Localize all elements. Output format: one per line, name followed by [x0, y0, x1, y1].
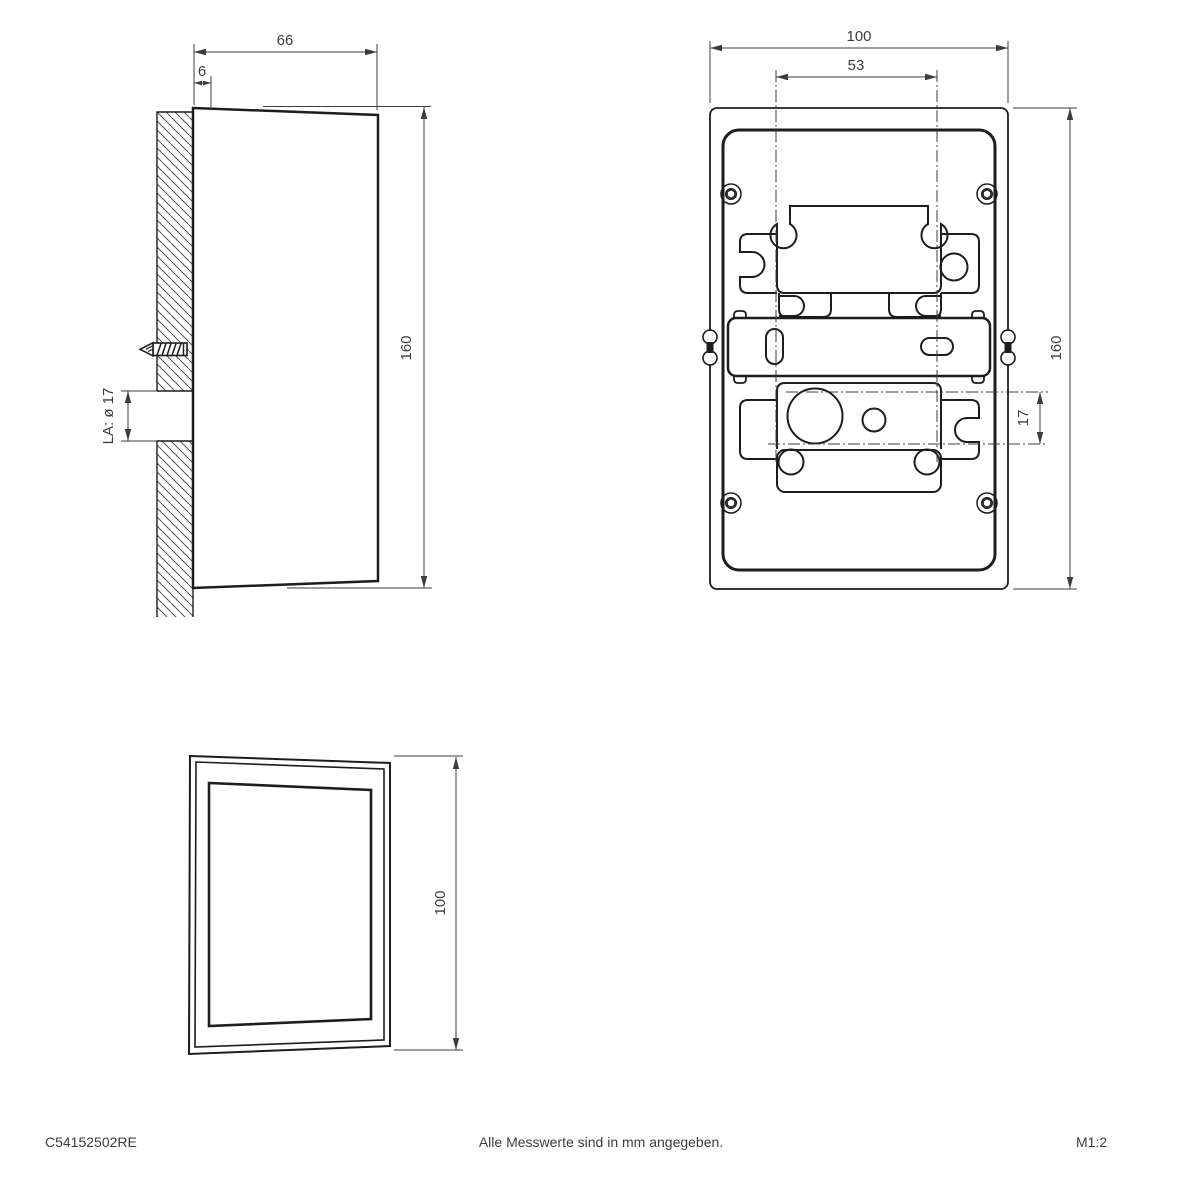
dim-spacing-label: 53 [848, 57, 865, 74]
dim-height-side-160: 160 [263, 106, 432, 589]
dim-cable-outlet: LA: ø 17 [100, 388, 157, 445]
dim-spacing-53: 53 [776, 57, 937, 81]
housing-outer-frame [709, 107, 1009, 590]
dim-cable-outlet-label: LA: ø 17 [100, 388, 117, 445]
dim-depth-label: 66 [277, 32, 294, 49]
fixing-screw-icon [138, 341, 188, 358]
dim-offset-17: 17 [1015, 392, 1044, 444]
dim-width-100: 100 [709, 28, 1009, 103]
housing-inner-frame [721, 128, 997, 572]
centerlines [768, 70, 1048, 465]
dim-width-label: 100 [846, 28, 871, 45]
side-section-view: 66 6 160 LA: ø 17 [100, 32, 432, 617]
wall-section [156, 111, 194, 617]
glass-panel [207, 781, 373, 1028]
front-frame-outer [187, 754, 391, 1056]
mounting-bar [726, 310, 992, 384]
pilot-hole [861, 407, 887, 433]
dim-height-back-160: 160 [1013, 107, 1077, 590]
footer: C54152502RE Alle Messwerte sind in mm an… [45, 1134, 1107, 1150]
drawing-scale: M1:2 [1076, 1134, 1107, 1150]
units-note: Alle Messwerte sind in mm angegeben. [479, 1134, 723, 1150]
dim-height-back-label: 160 [1048, 335, 1065, 360]
dim-height-side-label: 160 [398, 335, 415, 360]
luminaire-body-section [191, 106, 380, 590]
article-number: C54152502RE [45, 1134, 137, 1150]
dim-depth-66: 66 [193, 32, 378, 110]
cable-entry-hole [786, 387, 844, 445]
bar-slot-vertical [765, 328, 784, 365]
rear-mounting-view: 100 53 160 17 [702, 28, 1077, 590]
side-clamps [702, 329, 1016, 366]
dim-height-front-100: 100 [394, 755, 463, 1051]
dim-height-front-label: 100 [432, 890, 449, 915]
dim-backplate-label: 6 [198, 63, 206, 80]
dim-offset-label: 17 [1015, 410, 1032, 427]
dim-backplate-6: 6 [194, 63, 212, 109]
front-frame-mid [194, 761, 385, 1048]
front-view: 100 [187, 754, 463, 1056]
glass-highlight [230, 829, 350, 977]
